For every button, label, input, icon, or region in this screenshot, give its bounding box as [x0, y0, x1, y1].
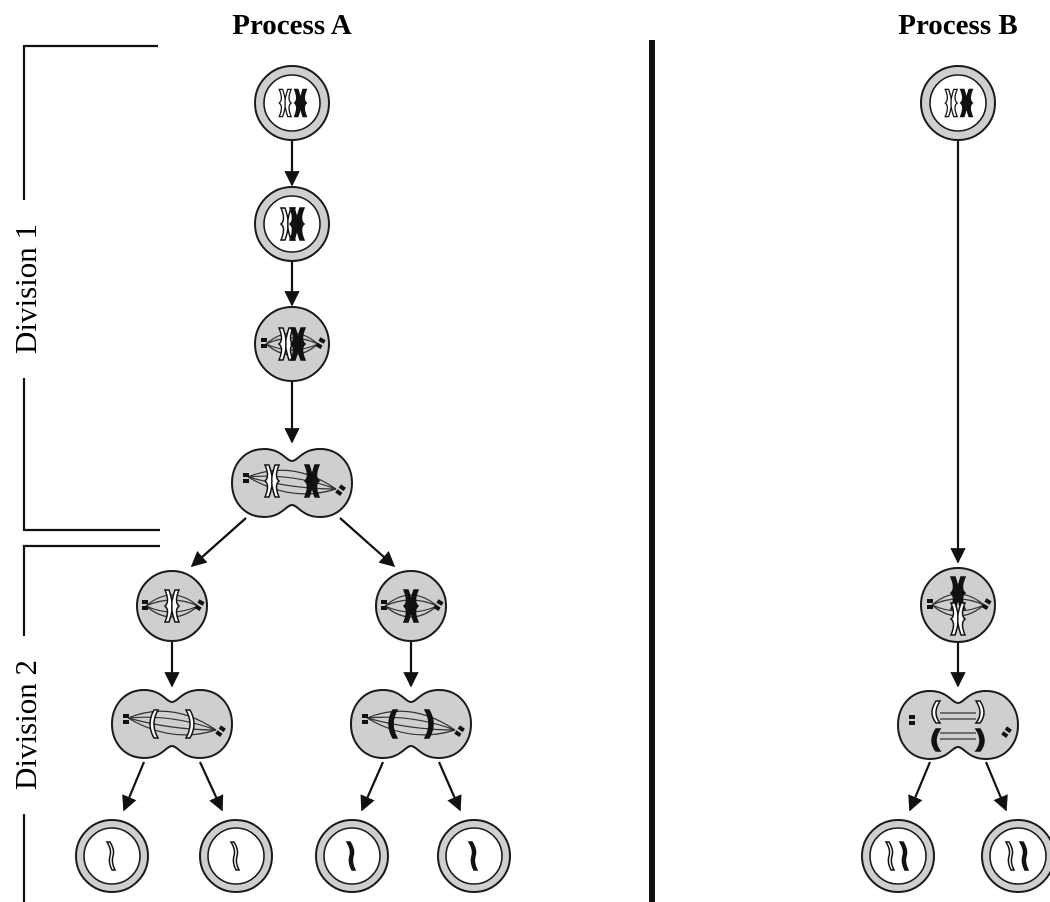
gamete-a-2 — [199, 819, 273, 893]
cell-a-anaphase-2-left — [111, 689, 233, 759]
gamete-a-4 — [437, 819, 511, 893]
cell-a-interphase — [254, 65, 330, 141]
cell-b-anaphase — [897, 690, 1019, 760]
process-b-title: Process B — [898, 9, 1017, 41]
cell-a-metaphase-1 — [254, 306, 330, 382]
division-1-bracket: Division 1 — [8, 44, 160, 532]
arrow-a6-right-1 — [360, 761, 385, 812]
cell-a-anaphase-2-right — [350, 689, 472, 759]
arrow-b3-left — [908, 761, 932, 812]
arrow-a6-right-2 — [437, 761, 462, 812]
arrow-a6-left-1 — [122, 761, 146, 812]
arrow-a6-left-2 — [199, 761, 224, 812]
daughter-b-2 — [981, 819, 1050, 893]
division-2-label: Division 2 — [8, 660, 43, 790]
division-2-bracket: Division 2 — [8, 544, 160, 902]
division-1-label: Division 1 — [8, 224, 43, 354]
cell-a-metaphase-2-left — [136, 570, 208, 642]
cell-b-interphase — [920, 65, 996, 141]
arrow-a4-right — [339, 517, 396, 568]
cell-a-prophase — [254, 186, 330, 262]
arrow-b3-right — [984, 761, 1008, 812]
process-a-title: Process A — [232, 9, 352, 41]
cell-b-metaphase — [920, 567, 996, 643]
gamete-a-1 — [75, 819, 149, 893]
cell-a-anaphase-1 — [231, 448, 353, 518]
arrow-a4-left — [190, 517, 247, 568]
cell-a-metaphase-2-right — [375, 570, 447, 642]
gamete-a-3 — [315, 819, 389, 893]
daughter-b-1 — [861, 819, 935, 893]
